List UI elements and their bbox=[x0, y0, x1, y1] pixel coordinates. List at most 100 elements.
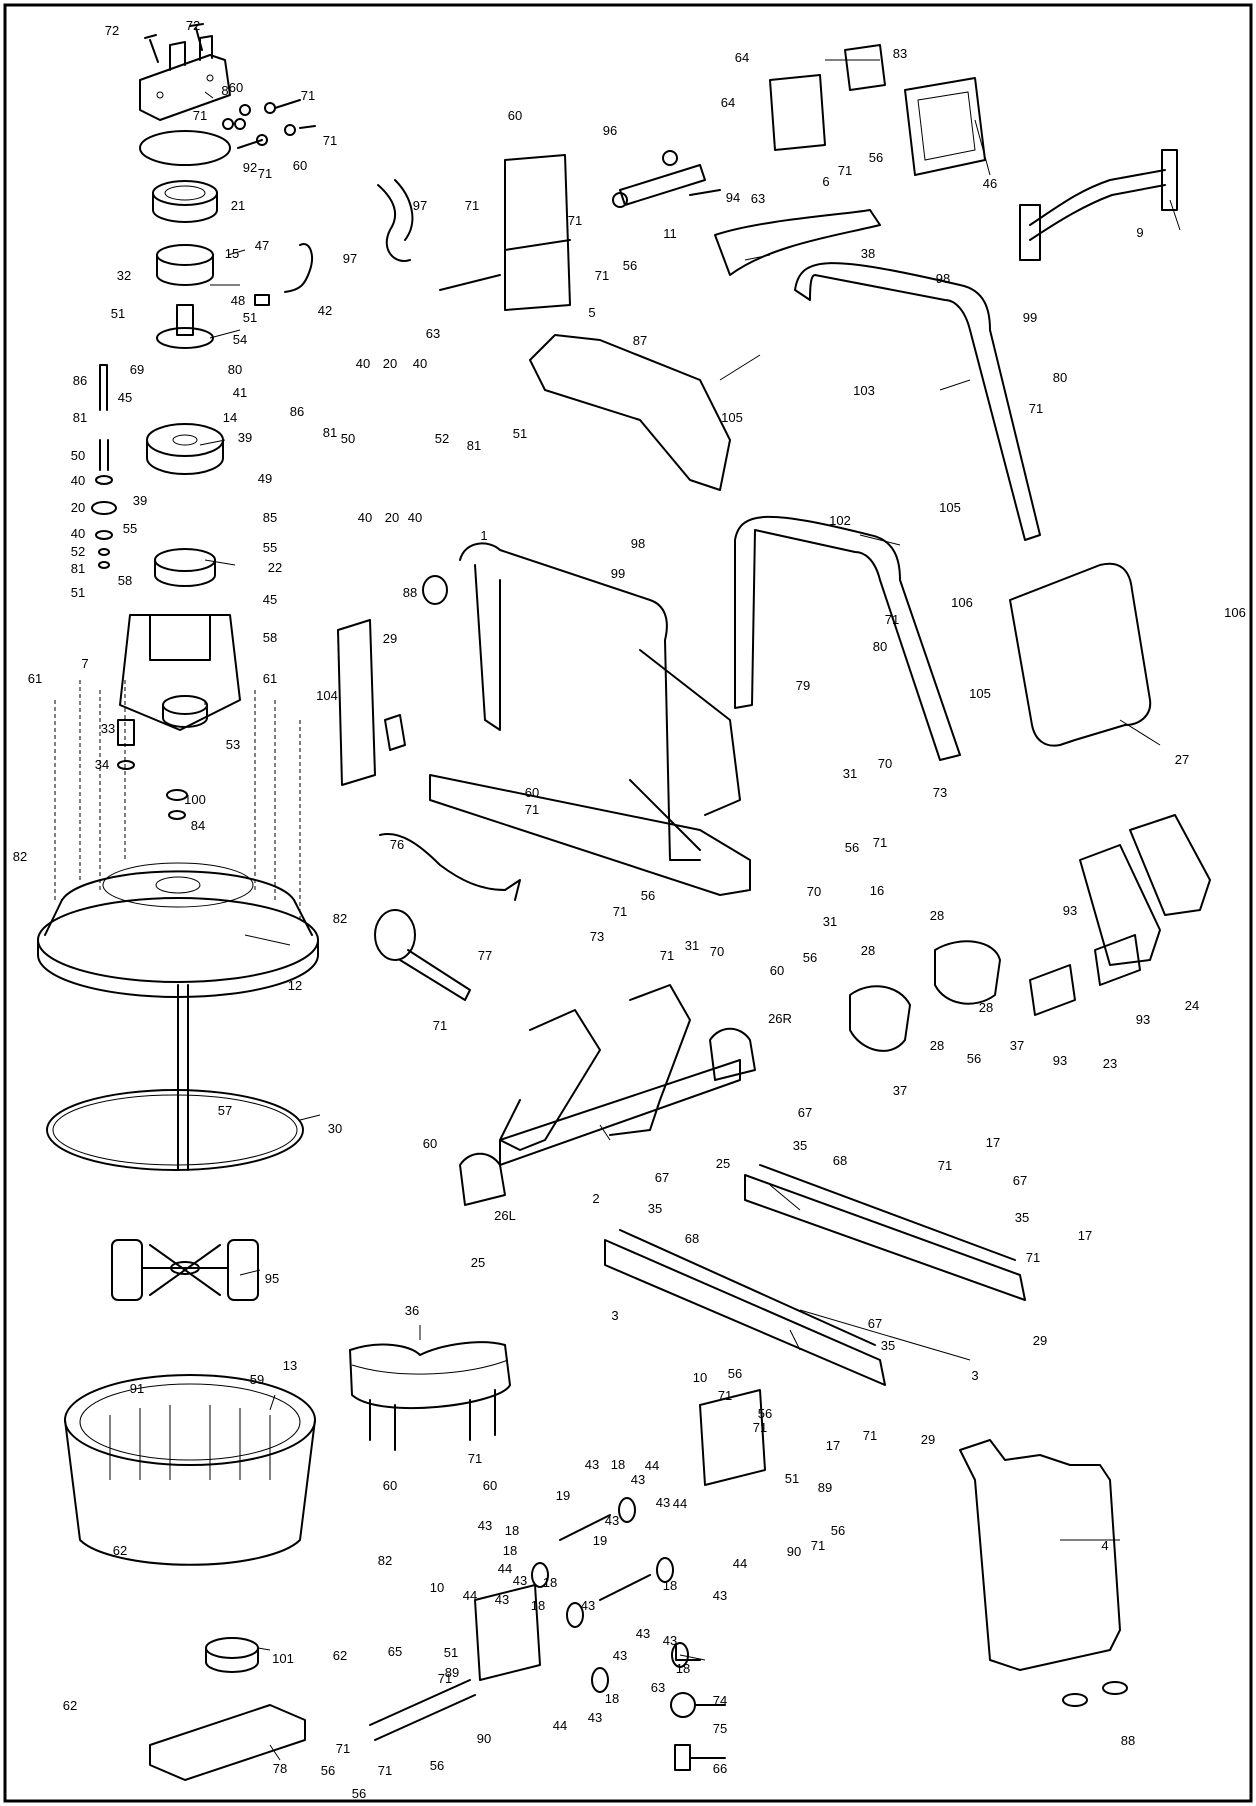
callout-label-44: 44 bbox=[673, 1496, 687, 1511]
callout-label-2: 2 bbox=[592, 1191, 599, 1206]
callout-label-35: 35 bbox=[648, 1201, 662, 1216]
callout-label-35: 35 bbox=[881, 1338, 895, 1353]
callout-label-101: 101 bbox=[272, 1651, 294, 1666]
rod-19-upper-part bbox=[559, 1514, 611, 1541]
strip-68-lower-part bbox=[619, 1229, 876, 1346]
callout-label-58: 58 bbox=[263, 630, 277, 645]
callout-label-71: 71 bbox=[718, 1388, 732, 1403]
shroud-87-part bbox=[529, 334, 731, 491]
callout-label-18: 18 bbox=[531, 1598, 545, 1613]
bracket-5-part bbox=[504, 154, 571, 311]
callout-label-67: 67 bbox=[798, 1105, 812, 1120]
callout-label-71: 71 bbox=[465, 198, 479, 213]
arch-102-part bbox=[734, 515, 961, 761]
callout-label-44: 44 bbox=[733, 1556, 747, 1571]
callout-label-12: 12 bbox=[288, 978, 302, 993]
callout-label-64: 64 bbox=[721, 95, 735, 110]
callout-label-46: 46 bbox=[983, 176, 997, 191]
callout-label-51: 51 bbox=[513, 426, 527, 441]
callout-label-99: 99 bbox=[611, 566, 625, 581]
callout-label-105: 105 bbox=[939, 500, 961, 515]
callout-label-90: 90 bbox=[477, 1731, 491, 1746]
callout-label-79: 79 bbox=[796, 678, 810, 693]
callout-label-43: 43 bbox=[581, 1598, 595, 1613]
callout-label-43: 43 bbox=[478, 1518, 492, 1533]
callout-label-23: 23 bbox=[1103, 1056, 1117, 1071]
callout-label-4: 4 bbox=[1101, 1538, 1108, 1553]
callout-label-60: 60 bbox=[423, 1136, 437, 1151]
callout-label-57: 57 bbox=[218, 1103, 232, 1118]
callout-label-43: 43 bbox=[713, 1588, 727, 1603]
callout-label-56: 56 bbox=[352, 1786, 366, 1801]
callout-label-56: 56 bbox=[430, 1758, 444, 1773]
callout-label-15: 15 bbox=[225, 246, 239, 261]
callout-label-100: 100 bbox=[184, 792, 206, 807]
callout-label-43: 43 bbox=[656, 1495, 670, 1510]
part-11-part bbox=[612, 150, 721, 208]
callout-label-90: 90 bbox=[787, 1544, 801, 1559]
callout-label-1: 1 bbox=[480, 528, 487, 543]
callout-label-62: 62 bbox=[113, 1543, 127, 1558]
shaft-57-part bbox=[177, 984, 189, 1171]
callout-label-56: 56 bbox=[831, 1523, 845, 1538]
callout-label-35: 35 bbox=[793, 1138, 807, 1153]
callout-label-71: 71 bbox=[258, 166, 272, 181]
callout-label-76: 76 bbox=[390, 837, 404, 852]
harness-97-part bbox=[377, 179, 414, 262]
callout-label-61: 61 bbox=[28, 671, 42, 686]
callout-label-60: 60 bbox=[293, 158, 307, 173]
wheel-88-part bbox=[422, 575, 448, 605]
callout-label-37: 37 bbox=[1010, 1038, 1024, 1053]
callout-label-56: 56 bbox=[641, 888, 655, 903]
callout-label-63: 63 bbox=[651, 1680, 665, 1695]
callout-label-45: 45 bbox=[263, 592, 277, 607]
callout-label-71: 71 bbox=[1029, 401, 1043, 416]
handle-9-part bbox=[1019, 149, 1178, 261]
callout-label-43: 43 bbox=[613, 1648, 627, 1663]
axle-50-part bbox=[99, 439, 109, 471]
callout-label-6: 6 bbox=[822, 174, 829, 189]
callout-label-56: 56 bbox=[758, 1406, 772, 1421]
callout-label-71: 71 bbox=[525, 802, 539, 817]
callout-label-44: 44 bbox=[463, 1588, 477, 1603]
callout-label-106: 106 bbox=[1224, 605, 1246, 620]
callout-label-60: 60 bbox=[508, 108, 522, 123]
console-46-part bbox=[904, 77, 986, 176]
callout-label-88: 88 bbox=[1121, 1733, 1135, 1748]
callout-label-71: 71 bbox=[838, 163, 852, 178]
callout-label-60: 60 bbox=[525, 785, 539, 800]
tool-66-part bbox=[674, 1744, 726, 1771]
plate-10-lower-part bbox=[474, 1584, 541, 1681]
rail-3-upper-part bbox=[744, 1174, 1026, 1301]
callout-label-81: 81 bbox=[71, 561, 85, 576]
callout-label-31: 31 bbox=[843, 766, 857, 781]
callout-label-43: 43 bbox=[495, 1592, 509, 1607]
main-frame-1-part bbox=[429, 542, 751, 896]
callout-label-17: 17 bbox=[986, 1135, 1000, 1150]
callout-label-71: 71 bbox=[1026, 1250, 1040, 1265]
callout-label-35: 35 bbox=[1015, 1210, 1029, 1225]
callout-label-82: 82 bbox=[13, 849, 27, 864]
callout-label-41: 41 bbox=[233, 385, 247, 400]
callout-label-34: 34 bbox=[95, 757, 109, 772]
housing-12-part bbox=[37, 862, 319, 998]
callout-label-71: 71 bbox=[378, 1763, 392, 1778]
washer-cluster-part bbox=[222, 99, 316, 149]
callout-label-50: 50 bbox=[341, 431, 355, 446]
callout-label-22: 22 bbox=[268, 560, 282, 575]
part-26L-part bbox=[459, 1152, 506, 1206]
callout-label-56: 56 bbox=[623, 258, 637, 273]
callout-label-16: 16 bbox=[870, 883, 884, 898]
plate-104-part bbox=[337, 619, 376, 786]
callout-label-62: 62 bbox=[333, 1648, 347, 1663]
callout-label-66: 66 bbox=[713, 1761, 727, 1776]
callout-label-96: 96 bbox=[603, 123, 617, 138]
callout-label-19: 19 bbox=[593, 1533, 607, 1548]
hub-54-part bbox=[156, 304, 214, 349]
callout-label-3: 3 bbox=[971, 1368, 978, 1383]
callout-label-93: 93 bbox=[1136, 1012, 1150, 1027]
callout-label-102: 102 bbox=[829, 513, 851, 528]
callout-label-65: 65 bbox=[388, 1644, 402, 1659]
callout-label-50: 50 bbox=[71, 448, 85, 463]
callout-label-20: 20 bbox=[385, 510, 399, 525]
